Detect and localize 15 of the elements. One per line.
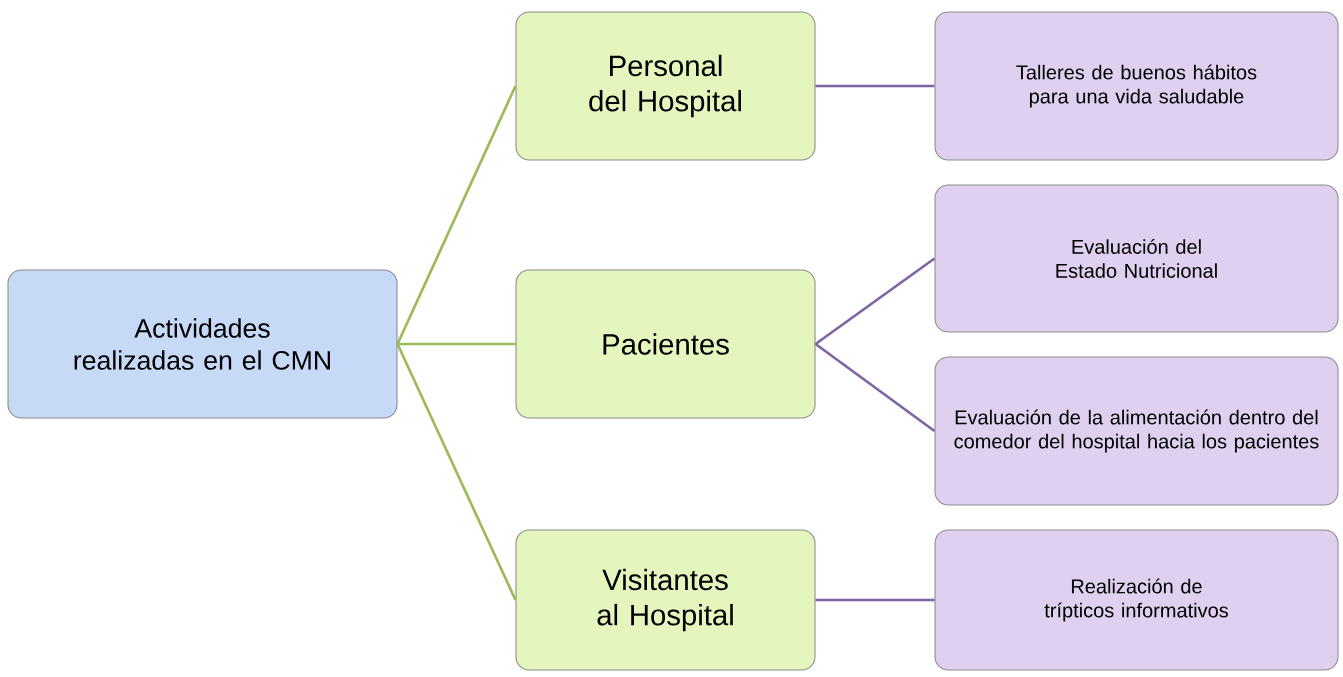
connector-line [396, 85, 517, 345]
connector-line [814, 342, 936, 433]
connector-line [815, 598, 935, 602]
category-box: Pacientes [515, 269, 816, 419]
activity-box: Talleres de buenos hábitos para una vida saludable [934, 11, 1339, 161]
category-box: Visitantes al Hospital [515, 529, 816, 671]
activity-box: Realización de trípticos informativos [934, 529, 1339, 671]
root-box: Actividades realizadas en el CMN [7, 269, 398, 419]
connector-line [815, 84, 935, 88]
activity-box: Evaluación del Estado Nutricional [934, 184, 1339, 333]
connector-line [396, 343, 517, 601]
connector-line [397, 342, 516, 346]
category-box: Personal del Hospital [515, 11, 816, 161]
connector-line [814, 257, 936, 346]
activity-box: Evaluación de la alimentación dentro del comedor del hospital hacia los pacientes [934, 356, 1339, 506]
